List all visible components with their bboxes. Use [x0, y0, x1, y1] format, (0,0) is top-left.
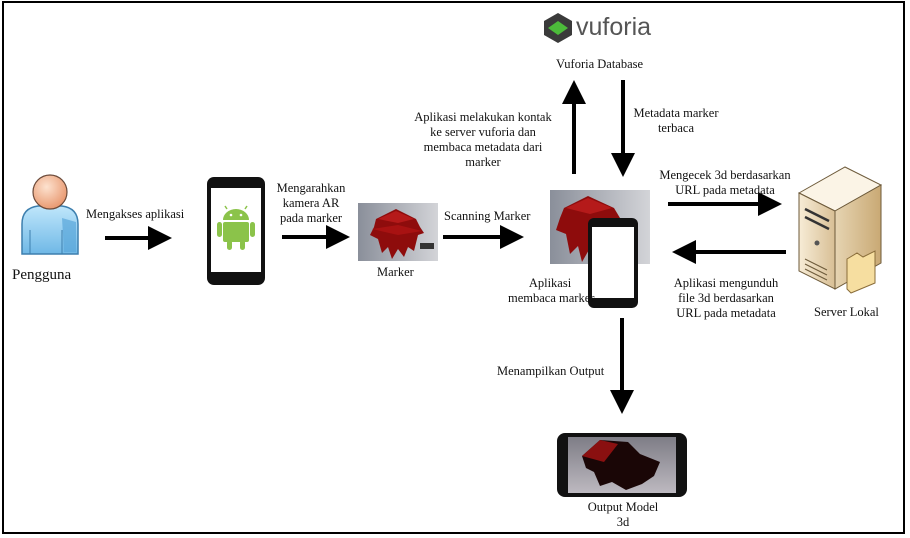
- vuforia-logo-icon: [544, 13, 572, 43]
- edge-label-marker-to-app: Scanning Marker: [444, 209, 531, 223]
- server-label: Server Lokal: [814, 305, 879, 319]
- edge-label-line: Mengecek 3d berdasarkan: [659, 168, 791, 182]
- user-label: Pengguna: [12, 267, 72, 283]
- edge-label-user-to-app: Mengakses aplikasi: [86, 207, 185, 221]
- edge-label-app-to-server: Mengecek 3d berdasarkan URL pada metadat…: [651, 168, 799, 198]
- edge-label-phone-to-marker: Mengarahkan kamera AR pada marker: [270, 181, 352, 226]
- edge-label-line: Aplikasi mengunduh: [673, 276, 779, 290]
- phone-over-marker-icon: [550, 190, 650, 308]
- edge-label-line: file 3d berdasarkan: [678, 291, 774, 305]
- output-label: Output Model 3d: [575, 500, 671, 530]
- edge-label-line: pada marker: [279, 211, 343, 225]
- marker-image: [358, 203, 438, 261]
- edge-label-line: URL pada metadata: [676, 306, 776, 320]
- edge-label-app-to-vuforia: Aplikasi melakukan kontak ke server vufo…: [405, 110, 561, 170]
- edge-label-line: Metadata marker: [633, 106, 719, 120]
- landscape-phone-output-icon: [557, 433, 687, 497]
- edge-label-vuforia-to-app: Metadata marker terbaca: [628, 106, 724, 136]
- edge-label-line: marker: [465, 155, 501, 169]
- edge-label-server-to-app: Aplikasi mengunduh file 3d berdasarkan U…: [664, 276, 788, 321]
- edge-label-line: Mengarahkan: [276, 181, 346, 195]
- marker-label: Marker: [377, 265, 414, 279]
- output-label-line: Output Model: [587, 500, 659, 514]
- app-label-line: membaca marker: [508, 291, 595, 305]
- vuforia-logo: vuforia: [543, 12, 663, 44]
- android-phone-icon: [207, 177, 265, 285]
- app-label-line: Aplikasi: [528, 276, 572, 290]
- edge-label-line: terbaca: [657, 121, 695, 135]
- edge-label-line: ke server vuforia dan: [430, 125, 536, 139]
- output-label-line: 3d: [616, 515, 630, 529]
- edge-label-line: URL pada metadata: [675, 183, 775, 197]
- edge-label-line: membaca metadata dari: [423, 140, 543, 154]
- edge-label-app-to-output: Menampilkan Output: [497, 364, 605, 378]
- edge-label-line: Aplikasi melakukan kontak: [414, 110, 552, 124]
- app-label: Aplikasi membaca marker: [508, 276, 595, 306]
- server-icon: [797, 166, 883, 294]
- vuforia-label: Vuforia Database: [556, 57, 644, 71]
- edge-label-line: kamera AR: [282, 196, 340, 210]
- android-logo-icon: [217, 205, 255, 250]
- vuforia-wordmark: vuforia: [576, 13, 652, 41]
- user-icon: [21, 174, 79, 255]
